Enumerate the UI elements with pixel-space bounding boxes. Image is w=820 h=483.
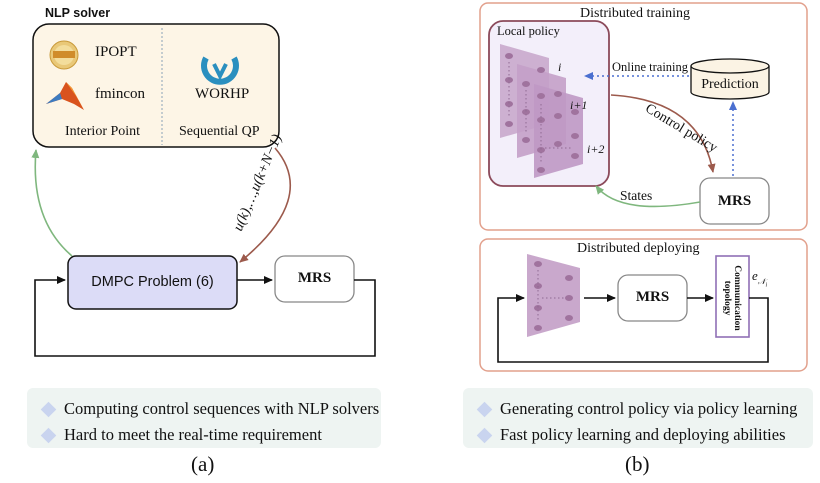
left-bullet-box: Computing control sequences with NLP sol…	[27, 388, 381, 448]
caption-b: (b)	[625, 452, 650, 476]
solver-title: NLP solver	[45, 6, 111, 20]
error-label: e𝒩i	[752, 268, 768, 289]
online-training-label: Online training	[612, 60, 689, 74]
caption-a: (a)	[191, 452, 215, 476]
deploy-feedback-loop	[497, 294, 769, 363]
right-bullet-item: Fast policy learning and deploying abili…	[476, 422, 803, 448]
left-bullet-item: Computing control sequences with NLP sol…	[40, 396, 379, 422]
deploying-title: Distributed deploying	[577, 241, 700, 256]
left-bullet-item: Hard to meet the real-time requirement	[40, 422, 371, 448]
right-bullet-box: Generating control policy via policy lea…	[463, 388, 813, 448]
policy-layer-stack	[500, 44, 583, 178]
solver-box	[32, 23, 280, 148]
diamond-bullet-icon	[476, 427, 493, 443]
local-policy-label: Local policy	[497, 24, 560, 38]
layer-label-i2: i+2	[587, 142, 605, 156]
policy-neurons	[505, 53, 579, 173]
diamond-bullet-icon	[476, 401, 493, 417]
diamond-bullet-icon	[40, 427, 57, 443]
layer-label-i: i	[558, 60, 562, 74]
solver-name-fmincon: fmincon	[95, 86, 145, 102]
right-bullet-item: Generating control policy via policy lea…	[476, 396, 803, 422]
control-policy-arrow	[610, 94, 716, 173]
left-mrs-label: MRS	[297, 270, 332, 286]
method-label-interior: Interior Point	[65, 124, 141, 139]
layer-label-i1: i+1	[570, 98, 588, 112]
solver-to-dmpc-arrow	[239, 147, 291, 263]
left-mrs-box	[274, 255, 355, 303]
method-label-sqp: Sequential QP	[179, 124, 260, 139]
prediction-label: Prediction	[701, 77, 759, 92]
communication-box	[715, 255, 750, 338]
right-mrs-label: MRS	[717, 193, 752, 209]
communication-label: Communication topology	[722, 265, 742, 331]
matlab-logo-icon	[46, 82, 84, 110]
dmpc-box	[67, 255, 238, 310]
coin-or-logo-icon	[49, 40, 79, 70]
states-label: States	[620, 188, 653, 203]
right-mrs-box	[699, 177, 770, 225]
dmpc-to-solver-arrow	[31, 149, 73, 257]
solver-name-ipopt: IPOPT	[95, 44, 137, 60]
deploy-mrs-label: MRS	[635, 289, 670, 305]
dmpc-label: DMPC Problem (6)	[91, 274, 214, 290]
left-feedback-loop	[34, 276, 376, 357]
diamond-bullet-icon	[40, 401, 57, 417]
states-arrow	[595, 185, 701, 208]
solver-name-worhp: WORHP	[195, 86, 250, 102]
deploy-dotted-links	[537, 270, 565, 322]
training-title: Distributed training	[580, 6, 691, 21]
worhp-logo-icon	[201, 56, 239, 85]
prediction-cylinder	[690, 58, 770, 100]
policy-dotted-links	[508, 62, 572, 164]
